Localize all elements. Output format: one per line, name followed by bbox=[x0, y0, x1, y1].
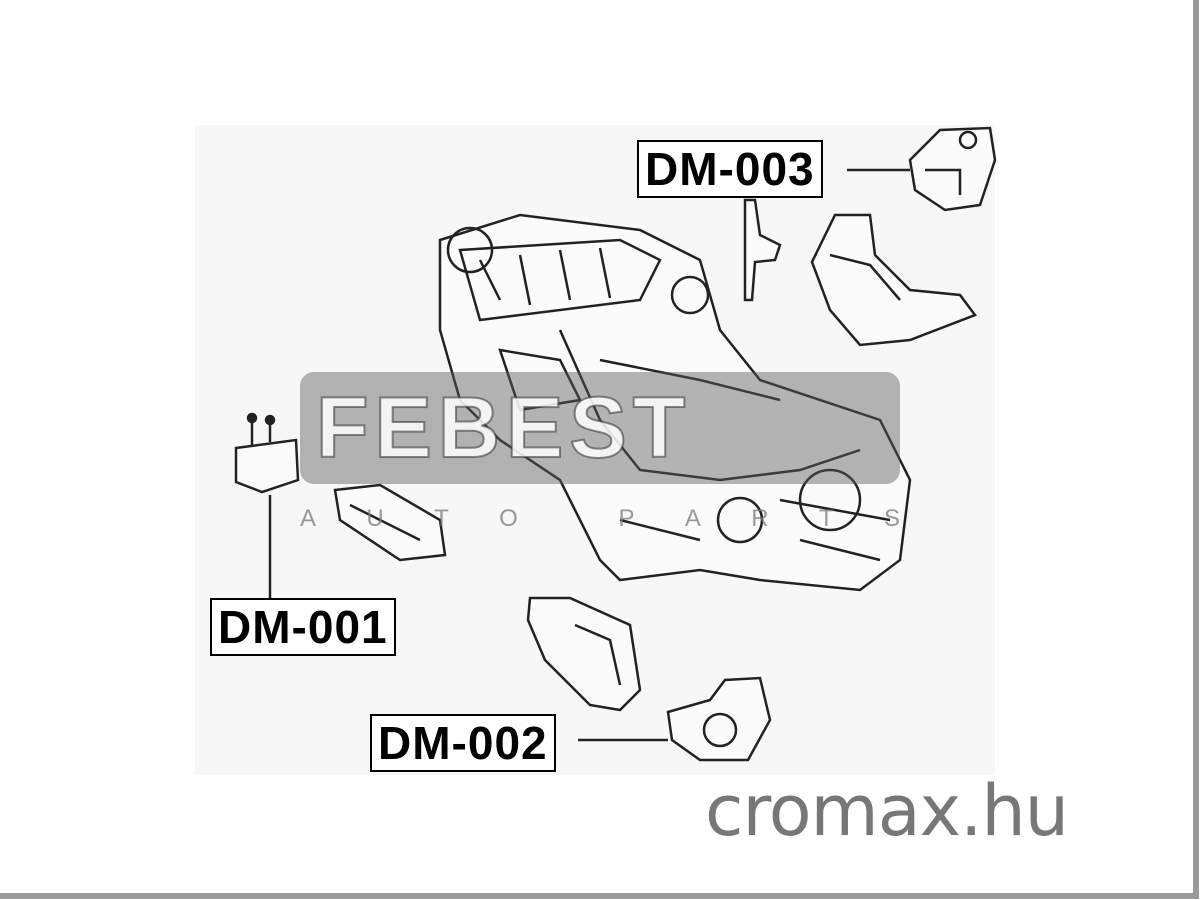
watermark-letter: T bbox=[818, 505, 834, 532]
site-watermark: cromax.hu bbox=[705, 770, 1069, 852]
watermark-letter: S bbox=[883, 505, 900, 532]
watermark-letter: U bbox=[366, 505, 384, 532]
watermark-subtitle: A U T O P A R T S bbox=[300, 505, 900, 533]
watermark-letter: O bbox=[499, 505, 518, 532]
bracket-dm003 bbox=[743, 198, 977, 347]
watermark-letter: A bbox=[684, 505, 701, 532]
watermark-logo: FEBEST bbox=[315, 379, 692, 477]
engine-assembly bbox=[438, 213, 912, 592]
watermark-band bbox=[300, 372, 900, 484]
mount-dm001-part bbox=[234, 412, 300, 494]
part-label-dm003: DM-003 bbox=[637, 140, 823, 198]
watermark-letter: R bbox=[751, 505, 769, 532]
bracket-dm001 bbox=[333, 483, 447, 562]
watermark-letter: P bbox=[618, 505, 635, 532]
leader-lines bbox=[268, 168, 910, 742]
watermark-letter: T bbox=[434, 505, 449, 532]
mount-dm002-part bbox=[666, 676, 772, 762]
part-label-dm002: DM-002 bbox=[370, 714, 556, 772]
watermark-letter: A bbox=[300, 505, 317, 532]
part-label-dm001: DM-001 bbox=[210, 598, 396, 656]
bracket-dm002 bbox=[526, 596, 642, 712]
mount-dm003-part bbox=[908, 126, 997, 212]
